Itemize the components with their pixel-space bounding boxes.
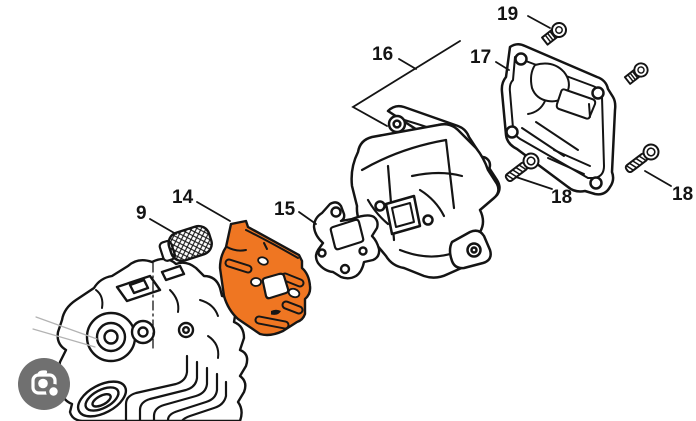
cover-screw-upper-right (623, 62, 649, 85)
boss2-hole (137, 326, 149, 338)
screw18b-threads (625, 155, 647, 171)
gasket14-slots (224, 258, 305, 330)
cooling-plate-gasket-highlighted (218, 219, 312, 337)
screw19-head-inner (555, 26, 563, 34)
exhaust-gasket (312, 201, 381, 280)
plug-boss-hole (103, 329, 119, 345)
label-19: 19 (497, 4, 518, 25)
cylinder-block-inner (128, 278, 150, 295)
cover-hole-tr (591, 86, 605, 100)
screwB-head-inner (637, 66, 645, 74)
label-18-left: 18 (551, 187, 572, 208)
leader-lines (149, 15, 672, 235)
leader-16-short (398, 58, 417, 70)
gasket14-left-facet (226, 246, 247, 252)
muffler-hole-2 (422, 214, 434, 226)
screwB-ribs (627, 70, 639, 83)
mounting-screw-18-left (504, 152, 540, 183)
muffler-body (350, 104, 501, 279)
gasket14-tick (263, 242, 268, 250)
cylinder-facets (95, 289, 220, 359)
gasket15-hole-top (330, 206, 342, 218)
cover-hole-tl (514, 52, 528, 66)
google-lens-crop-search-button[interactable] (18, 358, 70, 410)
screw18b-socket (646, 147, 656, 157)
screw18a-socket (526, 156, 536, 166)
gasket15-hole-right (358, 246, 368, 256)
screw18a-threads (505, 164, 527, 180)
leader-17 (495, 61, 510, 71)
gasket15-hole-left (317, 248, 327, 258)
leader-19 (527, 15, 551, 29)
construction-lines (32, 316, 98, 348)
leader-18-left (515, 176, 553, 190)
engine-cylinder (32, 257, 249, 421)
mounting-screw-18-right (624, 143, 660, 174)
cylinder-top-tab (160, 264, 186, 282)
cover-screw-19 (541, 22, 567, 46)
spark-arrester-screen (158, 224, 213, 263)
label-14-highlighted: 14 (172, 187, 194, 208)
crop-frame (31, 373, 57, 395)
side-boss-hole (181, 326, 190, 335)
label-16: 16 (372, 44, 393, 65)
cover-stamp-tail (527, 100, 546, 115)
label-17: 17 (470, 47, 491, 68)
gasket14-hole-top (257, 256, 269, 266)
muffler-hole-1 (374, 200, 386, 212)
intake-boss (76, 380, 128, 418)
gasket15-hole-bottom (339, 263, 351, 275)
muffler-ear-hole (470, 246, 478, 254)
part-labels: 19 16 17 18 18 9 14 15 (136, 4, 693, 224)
cover-stamp-rect (555, 88, 597, 120)
leader-14 (196, 201, 231, 222)
label-15: 15 (274, 199, 296, 220)
leader-18-right (644, 170, 672, 187)
gasket14-mark (271, 309, 281, 315)
cover-bands (521, 103, 591, 175)
screen-body (167, 224, 213, 263)
gasket14-hole-left (250, 277, 262, 287)
lens-dot (38, 378, 48, 389)
gasket14-top-edge (245, 229, 299, 259)
leader-15 (298, 211, 317, 225)
corner-dot (49, 387, 58, 396)
cover-hole-bl (505, 125, 519, 139)
camera-crop-icon (31, 370, 61, 399)
cover-hole-br (589, 176, 603, 190)
label-9: 9 (136, 203, 147, 224)
leader-9 (149, 218, 177, 235)
leader-16-long (351, 40, 461, 127)
muffler-outlet-inner (391, 202, 415, 228)
gasket15-port (329, 218, 365, 251)
flange-bolt-hole-1 (392, 119, 402, 129)
cooling-fins (124, 354, 228, 421)
label-18-right: 18 (672, 184, 693, 205)
gasket14-port (261, 272, 290, 300)
